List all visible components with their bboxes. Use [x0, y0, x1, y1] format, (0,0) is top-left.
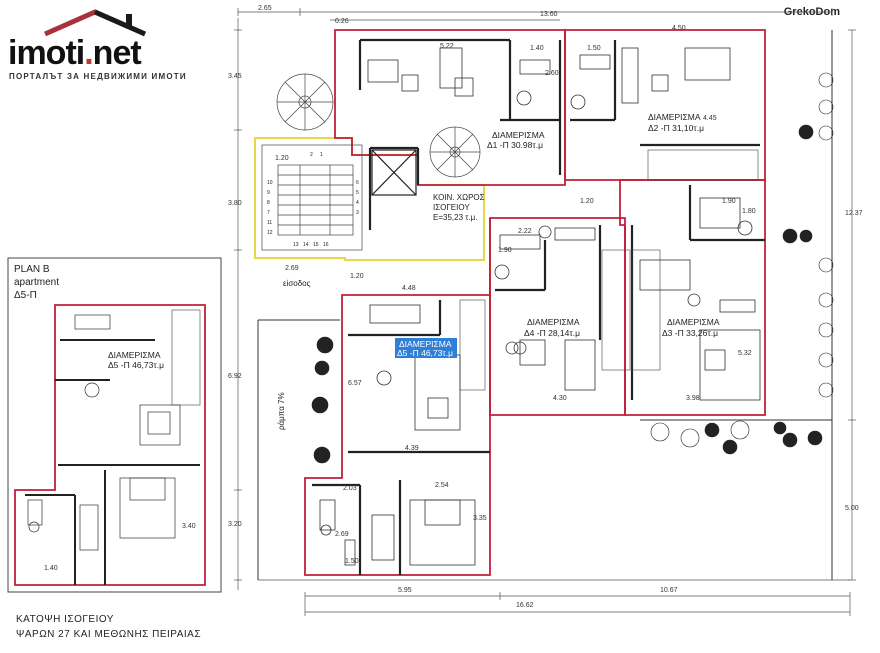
dim-260: 2.60: [545, 70, 559, 77]
logo-brand-suffix: net: [92, 34, 142, 72]
apt-d2-area: Δ2 -Π 31,10τ.μ: [648, 123, 704, 133]
apt-d1-name: ΔΙΑΜΕΡΙΣΜΑ: [492, 130, 545, 140]
stair-number: 8: [267, 200, 270, 206]
dim-522: 5.22: [440, 43, 454, 50]
logo-tagline: ПОРТАЛЪТ ЗА НЕДВИЖИМИ ИМОТИ: [9, 72, 187, 81]
common-area-line3: Ε=35,23 τ.μ.: [433, 213, 477, 222]
dim-120b: 1.20: [580, 198, 594, 205]
stair-number: 1: [320, 152, 323, 158]
apartment-stairs: [171, 149, 759, 406]
dim-222: 2.22: [518, 228, 532, 235]
dim-bot-1662: 16.62: [516, 602, 534, 609]
apt-d5-area: Δ5 -Π 46,73τ.μ: [397, 348, 453, 358]
plan-b-apt-area: Δ5 -Π 46,73τ.μ: [108, 360, 164, 370]
stair-number: 10: [267, 180, 273, 186]
dim-150a: 1.50: [587, 45, 601, 52]
dim-448: 4.48: [402, 285, 416, 292]
dim-269b: 2.69: [335, 531, 349, 538]
ramp-label: ράμπα 7%: [277, 392, 286, 430]
interior-walls: [312, 38, 765, 575]
stair-number: 5: [356, 190, 359, 196]
dim-439: 4.39: [405, 445, 419, 452]
apt-d3-area: Δ3 -Π 33,26τ.μ: [662, 328, 718, 338]
apt-d2-name: ΔΙΑΜΕΡΙΣΜΑ: [648, 112, 701, 122]
entrance-label: είσοδος: [283, 279, 311, 288]
dim-right-1237: 12.37: [845, 210, 863, 217]
dim-254: 2.54: [435, 482, 449, 489]
plan-b-apt-name: ΔΙΑΜΕΡΙΣΜΑ: [108, 350, 161, 360]
apt-d3-outline: [619, 179, 766, 416]
apt-d3-name: ΔΙΑΜΕΡΙΣΜΑ: [667, 317, 720, 327]
stair-number: 9: [267, 190, 270, 196]
plan-b-unit: Δ5-Π: [14, 290, 37, 301]
dim-150b: 1.50: [345, 558, 359, 565]
dim-left-692: 6.92: [228, 373, 242, 380]
dim-120c: 1.20: [350, 273, 364, 280]
dim-269a: 2.69: [285, 265, 299, 272]
lift-shaft: [371, 149, 417, 196]
dim-190a: 1.90: [722, 198, 736, 205]
stair-number: 12: [267, 230, 273, 236]
apt-d5-name: ΔΙΑΜΕΡΙΣΜΑ: [399, 339, 452, 349]
stair-number: 16: [323, 242, 329, 248]
site-boundary: [257, 30, 833, 580]
plan-b-title: PLAN B: [14, 264, 50, 275]
spiral-stairs: [276, 73, 481, 178]
plan-b-subtitle: apartment: [14, 277, 59, 288]
stair-number: 3: [356, 210, 359, 216]
stair-number: 7: [267, 210, 270, 216]
apt-d4-area: Δ4 -Π 28,14τ.μ: [524, 328, 580, 338]
stair-number: 4: [356, 200, 359, 206]
dim-bot-595: 5.95: [398, 587, 412, 594]
dim-left-320: 3.20: [228, 521, 242, 528]
dim-140a: 1.40: [530, 45, 544, 52]
common-area-line1: ΚΟΙΝ. ΧΩΡΟΣ: [433, 193, 485, 202]
dim-right-500: 5.00: [845, 505, 859, 512]
apt-d1-area: Δ1 -Π 30.98τ.μ: [487, 140, 543, 150]
apt-d2-outline: [564, 29, 766, 181]
plan-b-inset: [7, 257, 222, 593]
stair-number: 2: [310, 152, 313, 158]
stair-number: 15: [313, 242, 319, 248]
dim-bot-1067: 10.67: [660, 587, 678, 594]
stair-number: 6: [356, 180, 359, 186]
dim-180: 1.80: [742, 208, 756, 215]
dim-398: 3.98: [686, 395, 700, 402]
stair-numbers: 10 9 8 7 6 5 4 3 2 1 11 12 13 14 15 16: [267, 152, 359, 248]
dim-430: 4.30: [553, 395, 567, 402]
furniture: [319, 47, 761, 566]
main-staircase: [261, 144, 363, 251]
dim-top-450: 4.50: [672, 25, 686, 32]
stair-number: 14: [303, 242, 309, 248]
trees: [311, 72, 834, 464]
dim-203: 2.03: [343, 485, 357, 492]
logo-brand-main: imoti: [8, 34, 85, 72]
footer-address: ΨΑΡΩΝ 27 ΚΑΙ ΜΕΘΩΝΗΣ ΠΕΙΡΑΙΑΣ: [16, 629, 202, 640]
dim-left-380: 3.80: [228, 200, 242, 207]
dim-120a: 1.20: [275, 155, 289, 162]
stair-number: 13: [293, 242, 299, 248]
dim-top-1360: 13.60: [540, 11, 558, 18]
dim-335: 3.35: [473, 515, 487, 522]
dim-top-265: 2.65: [258, 5, 272, 12]
dim-657: 6.57: [348, 380, 362, 387]
dim-190b: 1.90: [498, 247, 512, 254]
logo-wordmark[interactable]: imoti.net: [8, 34, 142, 73]
footer-title: ΚΑΤΟΨΗ ΙΣΟΓΕΙΟΥ: [16, 614, 114, 625]
dim-140b: 1.40: [44, 565, 58, 572]
dim-top-026: 0.26: [335, 18, 349, 25]
dim-532: 5.32: [738, 350, 752, 357]
dim-445: 4.45: [703, 115, 717, 122]
stair-number: 11: [267, 220, 272, 226]
logo-house-icon: [43, 9, 147, 37]
d5-highlight-box: [395, 338, 457, 358]
dim-340: 3.40: [182, 523, 196, 530]
common-area-line2: ΙΣΟΓΕΙΟΥ: [433, 203, 470, 212]
logo-brand-dot: .: [84, 34, 94, 72]
dimension-lines: [234, 8, 856, 616]
dim-left-345: 3.45: [228, 73, 242, 80]
apt-d5-outline: [304, 294, 491, 576]
apt-d4-name: ΔΙΑΜΕΡΙΣΜΑ: [527, 317, 580, 327]
